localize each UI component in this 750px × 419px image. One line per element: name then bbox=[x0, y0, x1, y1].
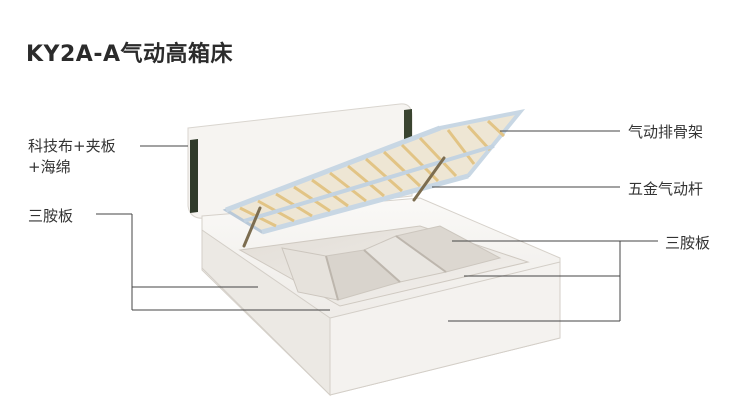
label-headboard-line2: +海绵 bbox=[28, 158, 71, 176]
gas-strut-pair bbox=[242, 156, 446, 248]
label-side-panel: 三胺板 bbox=[28, 207, 74, 225]
storage-box bbox=[201, 197, 561, 397]
label-rib-frame: 气动排骨架 bbox=[628, 123, 704, 141]
label-headboard-line1: 科技布+夹板 bbox=[28, 137, 116, 155]
product-title: KY2A-A气动高箱床 bbox=[26, 42, 233, 67]
label-headboard-material: 科技布+夹板 +海绵 bbox=[28, 136, 116, 178]
leader-lines bbox=[96, 130, 658, 322]
rib-frame bbox=[222, 108, 526, 235]
label-gas-strut: 五金气动杆 bbox=[628, 180, 704, 198]
label-storage-panel: 三胺板 bbox=[665, 234, 711, 252]
